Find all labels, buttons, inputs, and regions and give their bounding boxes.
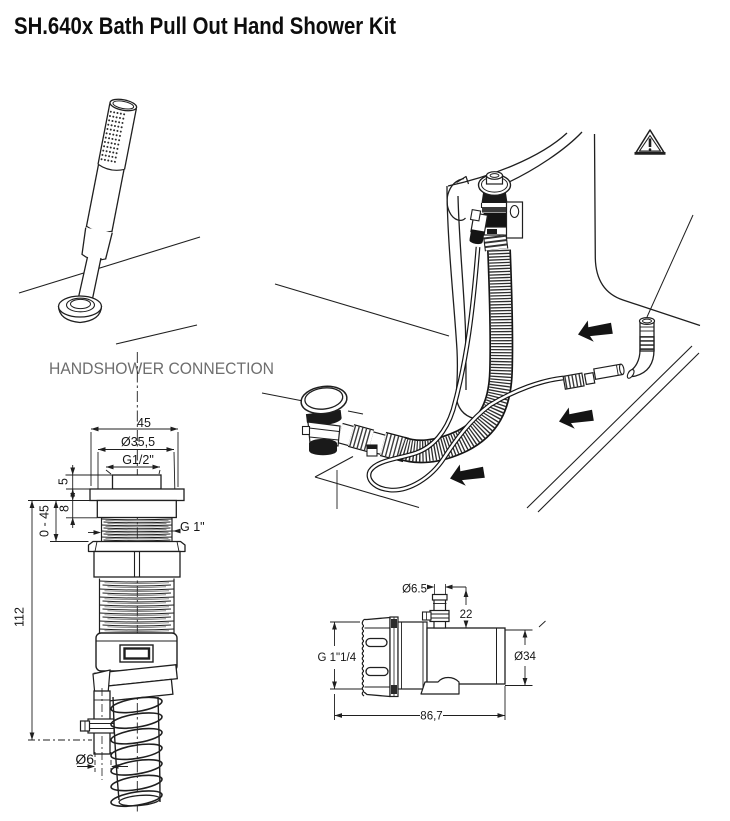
svg-text:Ø35,5: Ø35,5 (121, 435, 155, 449)
svg-text:86,7: 86,7 (420, 711, 442, 723)
svg-text:8: 8 (58, 505, 72, 512)
svg-text:Ø34: Ø34 (514, 651, 536, 663)
svg-text:Ø6.5: Ø6.5 (402, 584, 427, 596)
svg-text:HANDSHOWER CONNECTION: HANDSHOWER CONNECTION (49, 360, 274, 378)
svg-text:G 1"1/4: G 1"1/4 (318, 652, 357, 664)
svg-text:45: 45 (137, 416, 151, 430)
svg-text:0 - 45: 0 - 45 (38, 505, 52, 537)
svg-text:22: 22 (460, 609, 473, 621)
svg-text:SH.640x Bath Pull Out Hand Sho: SH.640x Bath Pull Out Hand Shower Kit (14, 13, 396, 40)
svg-text:5: 5 (57, 478, 71, 485)
svg-text:G 1": G 1" (180, 520, 205, 534)
svg-text:Ø6: Ø6 (75, 751, 94, 767)
svg-text:G1/2": G1/2" (122, 453, 154, 467)
svg-text:112: 112 (13, 607, 27, 627)
